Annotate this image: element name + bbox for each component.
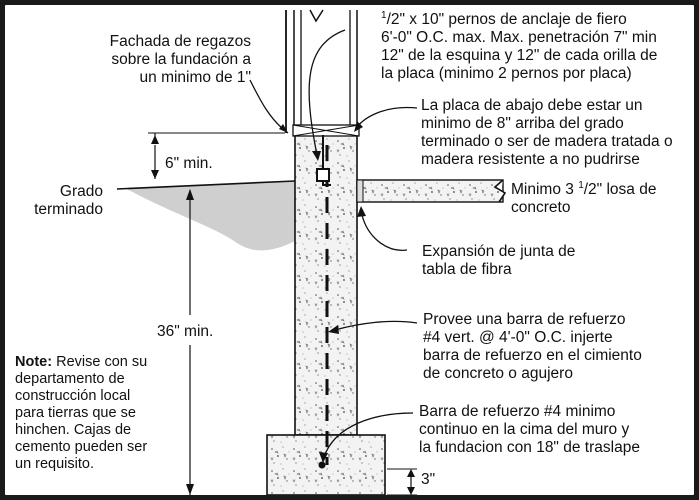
label-thirty-six-min: 36" min.	[155, 323, 216, 341]
label-fachada: Fachada de regazos sobre la fundación a …	[109, 33, 251, 86]
label-three: 3"	[421, 471, 436, 488]
note-heading: Note:	[15, 354, 53, 370]
label-expansion: Expansión de junta de tabla de fibra	[422, 243, 576, 278]
label-provee: Provee una barra de refuerzo #4 vert. @ …	[423, 311, 642, 382]
label-pernos: 1/2" x 10" pernos de anclaje de fiero 6'…	[381, 9, 658, 82]
grade-line	[116, 180, 296, 190]
grade-soil	[125, 181, 295, 251]
label-placa: La placa de abajo debe estar un minimo d…	[421, 97, 673, 168]
label-grado: Grado terminado	[34, 183, 103, 218]
label-six-min: 6" min.	[165, 155, 213, 172]
diagram-drawing	[116, 9, 507, 495]
label-losa: Minimo 3 1/2" losa de concreto	[511, 179, 657, 216]
label-barra4: Barra de refuerzo #4 minimo continuo en …	[419, 403, 640, 456]
anchor-bolt	[322, 135, 331, 186]
note-block: Note: Revise con su departamento de cons…	[15, 354, 148, 472]
concrete-slab	[356, 179, 504, 203]
